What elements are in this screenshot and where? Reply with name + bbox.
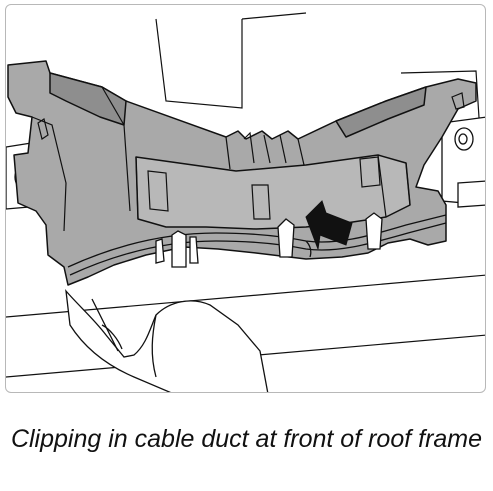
- figure-caption: Clipping in cable duct at front of roof …: [10, 425, 483, 453]
- cable-clips: [155, 212, 383, 268]
- duct-detail-lines: [31, 86, 465, 232]
- hand-tool: [65, 288, 269, 392]
- figure-frame: [5, 4, 486, 393]
- cable-duct: [7, 60, 477, 286]
- pointing-arrow: [305, 200, 353, 250]
- right-bolt-bracket: [441, 116, 485, 208]
- cable: [67, 214, 447, 276]
- roof-frame-illustration: [6, 12, 485, 392]
